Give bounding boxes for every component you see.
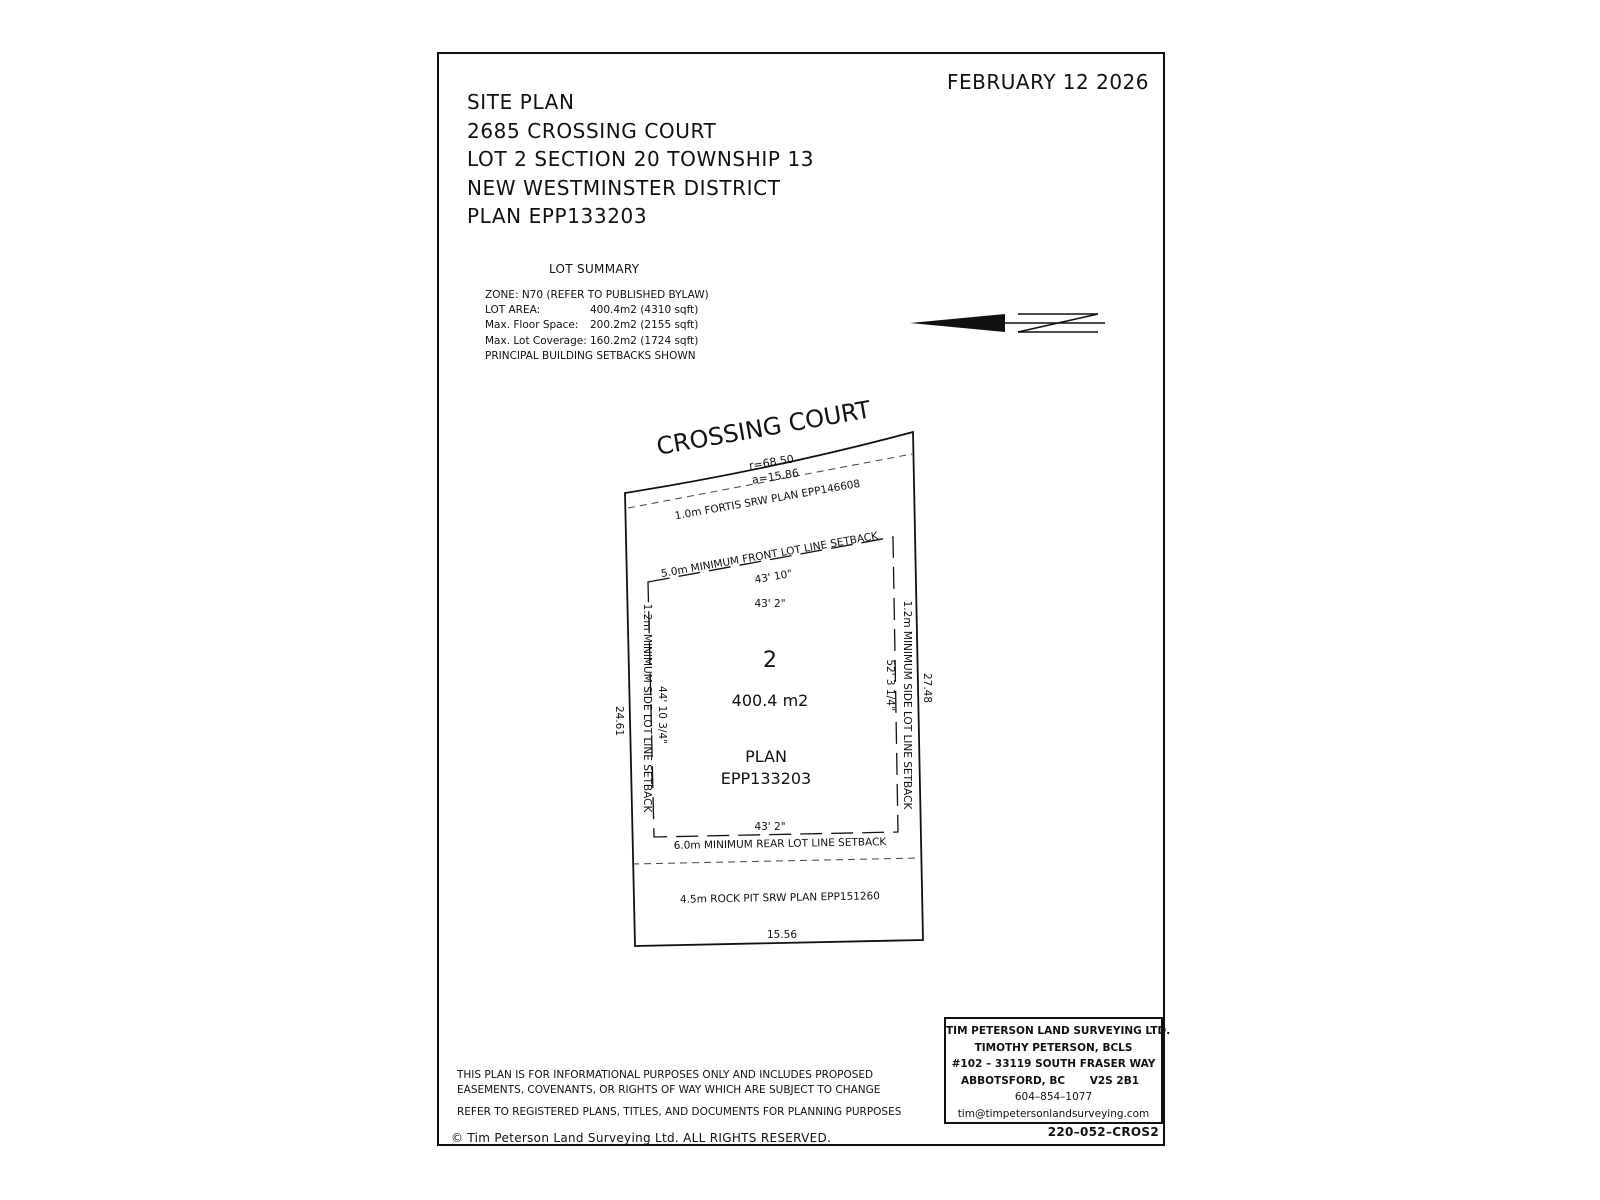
lot-summary-value: 200.2m2 (2155 sqft) xyxy=(590,319,699,332)
title-line: 2685 CROSSING COURT xyxy=(467,118,717,143)
company-name: TIM PETERSON LAND SURVEYING LTD. xyxy=(946,1025,1171,1037)
job-number: 220–052–CROS2 xyxy=(1047,1125,1159,1139)
plan-label: PLAN xyxy=(745,747,787,766)
north-arrow-icon xyxy=(910,313,1105,333)
lot-summary-row: Max. Lot Coverage: 160.2m2 (1724 sqft) xyxy=(485,334,709,349)
left-envelope-dim: 44' 10 3/4" xyxy=(656,686,668,744)
front-srw-line xyxy=(627,453,913,509)
company-city: ABBOTSFORD, BC xyxy=(961,1074,1066,1087)
right-lot-dim: 27.48 xyxy=(921,673,933,703)
copyright: © Tim Peterson Land Surveying Ltd. ALL R… xyxy=(451,1131,832,1145)
lot-summary-zone: ZONE: N70 (REFER TO PUBLISHED BYLAW) xyxy=(485,289,709,301)
company-box: TIM PETERSON LAND SURVEYING LTD. TIMOTHY… xyxy=(944,1017,1171,1124)
lot-summary-label: Max. Lot Coverage: xyxy=(485,334,587,347)
right-setback-label: 1.2m MINIMUM SIDE LOT LINE SETBACK xyxy=(901,601,913,811)
building-envelope xyxy=(647,536,899,838)
site-plan-sheet: FEBRUARY 12 2026 SITE PLAN 2685 CROSSING… xyxy=(437,52,1171,1146)
rear-srw-line xyxy=(631,857,921,865)
title-line: SITE PLAN xyxy=(467,90,575,114)
title-line: NEW WESTMINSTER DISTRICT xyxy=(467,175,781,200)
lot-summary-label: LOT AREA: xyxy=(485,304,541,317)
disclaimer-notes: THIS PLAN IS FOR INFORMATIONAL PURPOSES … xyxy=(457,1068,901,1120)
lot-summary-value: 400.4m2 (4310 sqft) xyxy=(590,304,699,317)
lot-summary-row: Max. Floor Space: 200.2m2 (2155 sqft) xyxy=(485,318,709,333)
lot-summary-title: LOT SUMMARY xyxy=(549,262,640,276)
left-lot-dim: 24.61 xyxy=(613,706,625,736)
inner-top-dim: 43' 2" xyxy=(754,598,785,610)
plan-date: FEBRUARY 12 2026 xyxy=(947,70,1149,94)
title-line: PLAN EPP133203 xyxy=(467,204,648,228)
lot-summary-label: Max. Floor Space: xyxy=(485,319,579,332)
note-line: THIS PLAN IS FOR INFORMATIONAL PURPOSES … xyxy=(457,1069,874,1081)
note-line: EASEMENTS, COVENANTS, OR RIGHTS OF WAY W… xyxy=(457,1084,881,1096)
lot-area: 400.4 m2 xyxy=(732,691,809,710)
company-city-row: ABBOTSFORD, BC V2S 2B1 xyxy=(946,1073,1161,1090)
note-line: REFER TO REGISTERED PLANS, TITLES, AND D… xyxy=(457,1106,902,1118)
rear-lot-dim: 15.56 xyxy=(767,929,797,941)
title-block: SITE PLAN 2685 CROSSING COURT LOT 2 SECT… xyxy=(467,88,814,231)
right-envelope-dim: 52' 3 1/4" xyxy=(884,659,896,710)
lot-summary: ZONE: N70 (REFER TO PUBLISHED BYLAW) LOT… xyxy=(485,288,709,364)
lot-summary-row: LOT AREA: 400.4m2 (4310 sqft) xyxy=(485,303,709,318)
rear-srw-label: 4.5m ROCK PIT SRW PLAN EPP151260 xyxy=(680,890,880,905)
company-surveyor: TIMOTHY PETERSON, BCLS xyxy=(974,1041,1133,1054)
front-srw-label: 1.0m FORTIS SRW PLAN EPP146608 xyxy=(674,478,861,522)
company-email: tim@timpetersonlandsurveying.com xyxy=(957,1107,1150,1120)
lot-summary-setbacks-note: PRINCIPAL BUILDING SETBACKS SHOWN xyxy=(485,349,696,362)
front-envelope-dim: 43' 10" xyxy=(754,568,793,586)
bottom-envelope-dim: 43' 2" xyxy=(754,821,785,833)
left-setback-label: 1.2m MINIMUM SIDE LOT LINE SETBACK xyxy=(641,604,653,814)
lot-number: 2 xyxy=(763,648,777,673)
lot-boundary xyxy=(624,430,924,947)
rear-setback-label: 6.0m MINIMUM REAR LOT LINE SETBACK xyxy=(674,836,888,852)
plan-number: EPP133203 xyxy=(721,769,811,788)
company-postal: V2S 2B1 xyxy=(1089,1074,1139,1087)
lot-summary-value: 160.2m2 (1724 sqft) xyxy=(590,334,699,347)
title-line: LOT 2 SECTION 20 TOWNSHIP 13 xyxy=(467,147,815,171)
company-phone: 604–854–1077 xyxy=(1014,1091,1093,1103)
company-address: #102 – 33119 SOUTH FRASER WAY xyxy=(951,1058,1156,1070)
